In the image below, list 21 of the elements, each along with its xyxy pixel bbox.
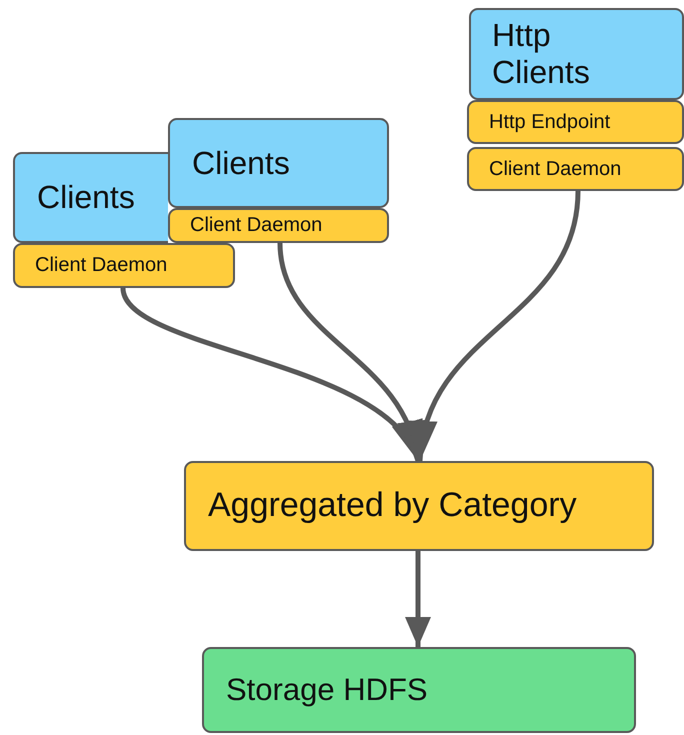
node-label: Storage HDFS: [226, 672, 428, 708]
client-box: [13, 152, 168, 243]
node-label: Http Endpoint: [489, 110, 610, 134]
client-box: [469, 8, 684, 100]
endpoint-box: [467, 100, 684, 144]
arrow: [405, 551, 431, 647]
daemon-box: [467, 147, 684, 191]
node-label: Client Daemon: [190, 214, 322, 237]
node-label: Clients: [37, 179, 135, 216]
arrow: [278, 242, 426, 462]
aggregator-box: [184, 461, 654, 551]
node-label: Aggregated by Category: [208, 486, 577, 526]
node-label: Client Daemon: [489, 158, 622, 180]
storage-box: [202, 647, 636, 733]
node-label: Client Daemon: [35, 254, 168, 277]
node-label: Http Clients: [492, 17, 591, 91]
daemon-box: [13, 243, 235, 288]
arrow: [120, 287, 420, 462]
node-label: Clients: [192, 144, 290, 182]
client-box: [168, 118, 389, 208]
daemon-box: [168, 208, 389, 243]
